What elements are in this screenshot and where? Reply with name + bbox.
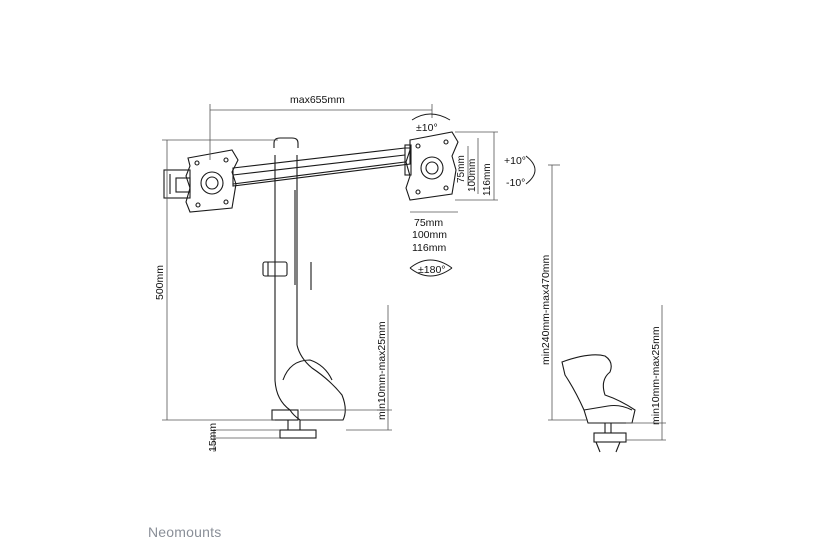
label-vesa-h-100: 100mm	[412, 229, 447, 241]
label-height-500: 500mm	[154, 265, 166, 300]
label-vesa-v-116: 116mm	[482, 163, 493, 196]
tilt-arc-top	[411, 113, 451, 121]
crossbar	[232, 147, 411, 187]
vesa-plate-right	[404, 131, 459, 201]
pole	[262, 137, 312, 345]
base	[271, 344, 346, 439]
label-max-width: max655mm	[290, 94, 345, 106]
rotation-arcs	[409, 113, 536, 277]
label-clamp-thickness-right: min10mm-max25mm	[650, 326, 662, 425]
label-tilt: ±10°	[416, 122, 438, 134]
label-rotation: ±180°	[418, 264, 445, 276]
rotation-arc	[409, 267, 453, 277]
label-tilt-up: +10°	[504, 155, 526, 167]
label-vesa-h-116: 116mm	[412, 242, 446, 254]
label-clamp-15: 15mm	[207, 423, 219, 452]
label-grommet-height: min240mm-max470mm	[540, 254, 552, 365]
label-vesa-h-75: 75mm	[414, 217, 443, 229]
label-vesa-v-100: 100mm	[467, 159, 478, 192]
tilt-arc-side	[525, 155, 536, 185]
label-vesa-v-75: 75mm	[456, 155, 467, 183]
label-clamp-thickness-left: min10mm-max25mm	[376, 321, 388, 420]
brand-logo: Neomounts	[148, 524, 222, 540]
label-tilt-down: -10°	[506, 177, 525, 189]
clamp-detail	[561, 354, 636, 453]
vesa-plate-left	[163, 149, 239, 213]
dimension-lines	[162, 104, 666, 452]
